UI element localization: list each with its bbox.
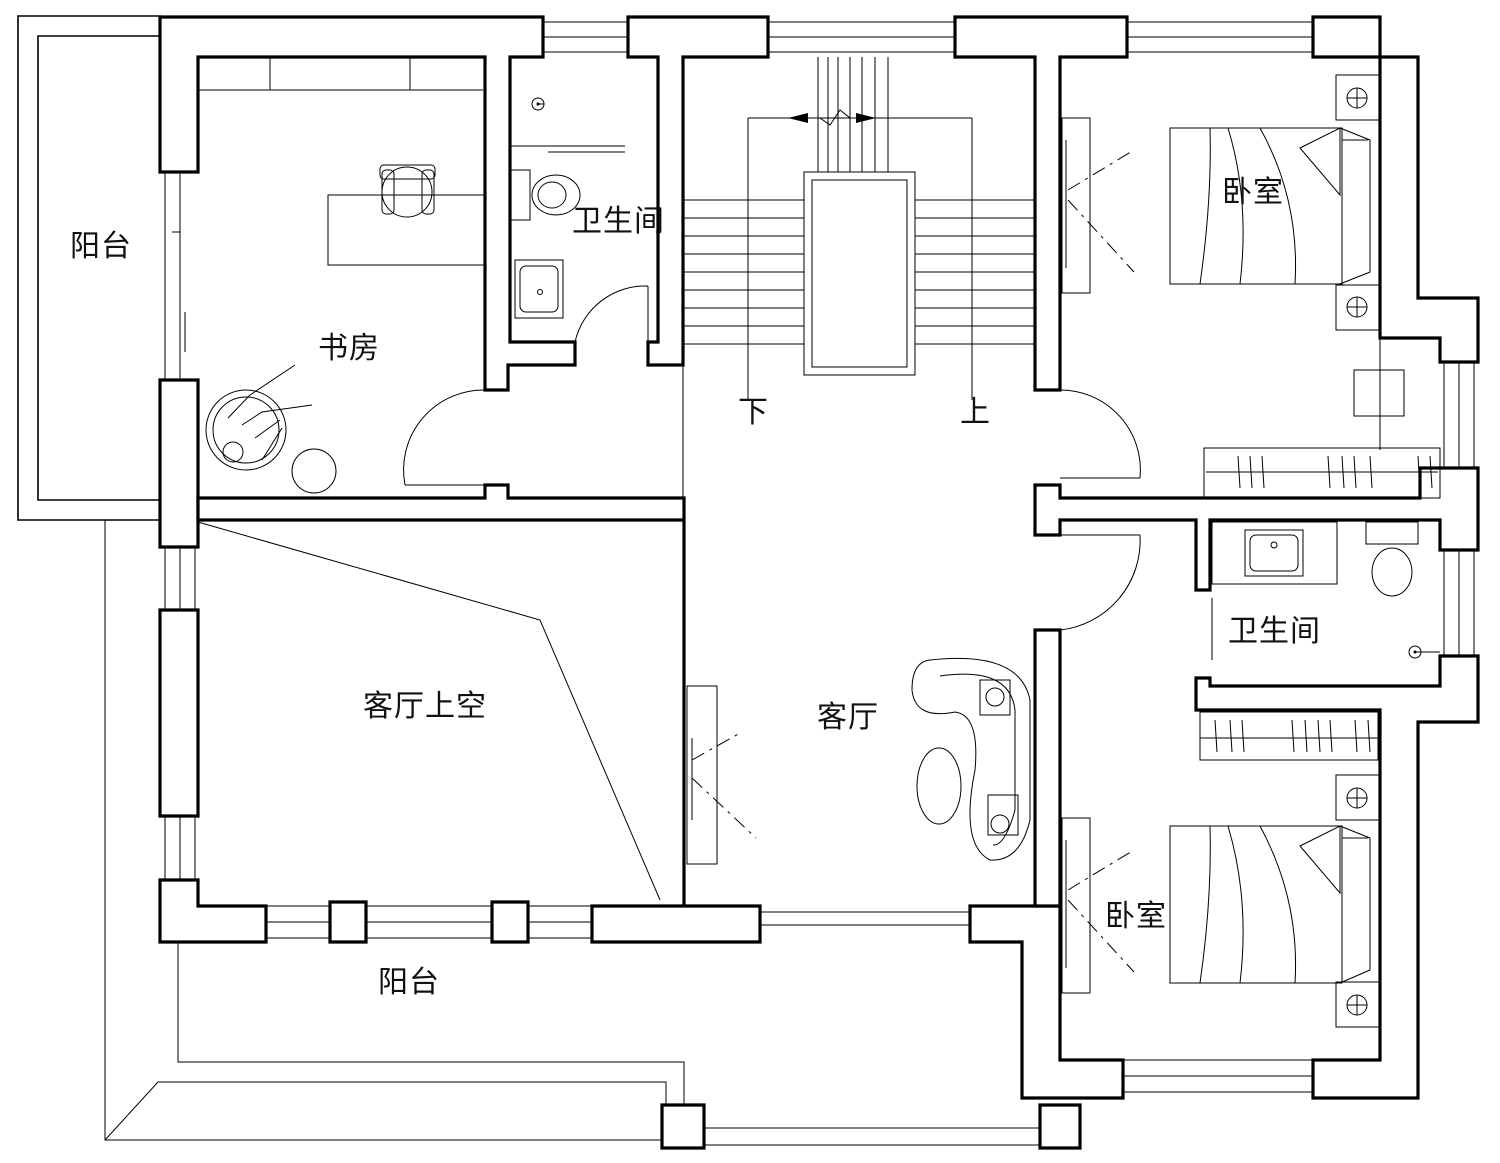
north-bedroom-furniture — [1061, 74, 1441, 499]
south-bedroom-furniture — [1061, 711, 1381, 1028]
staircase — [683, 57, 1035, 400]
room-label-balcony-west: 阳台 — [70, 229, 132, 264]
study-furniture — [205, 164, 486, 494]
stair-label-up: 上 — [960, 395, 991, 430]
north-bath-fixtures — [509, 97, 625, 319]
doors — [164, 172, 1141, 926]
living-room-furniture — [686, 657, 1031, 865]
room-label-study: 书房 — [318, 331, 380, 366]
east-bath-fixtures — [1211, 521, 1440, 660]
stair-label-down: 下 — [738, 395, 769, 430]
room-label-balcony-south: 阳台 — [378, 965, 440, 1000]
room-label-living-void: 客厅上空 — [363, 689, 487, 724]
balcony-outline — [17, 15, 1081, 1146]
room-label-bedroom-south: 卧室 — [1105, 899, 1167, 934]
room-label-bedroom-north: 卧室 — [1222, 175, 1284, 210]
room-label-living-room: 客厅 — [817, 700, 879, 735]
room-label-bathroom-north: 卫生间 — [572, 204, 665, 239]
living-void-diagonals — [197, 521, 661, 901]
room-label-bathroom-east: 卫生间 — [1228, 614, 1321, 649]
